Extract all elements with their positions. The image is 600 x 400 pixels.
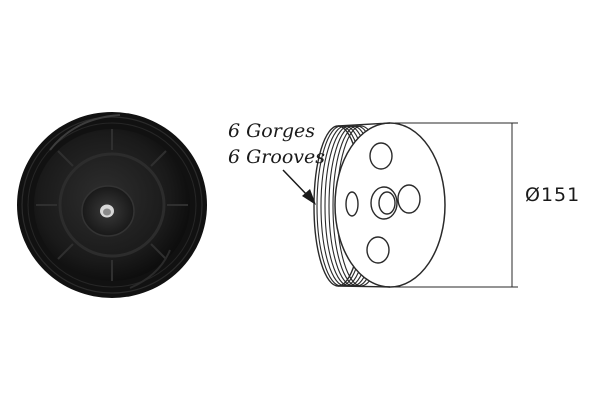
- pulley-hole-right: [397, 184, 421, 214]
- pulley-bottom-edge: [337, 285, 391, 288]
- pulley-hub-inner: [378, 191, 396, 215]
- groove-label-en: 6 Grooves: [228, 146, 325, 168]
- pulley-highlight: [129, 249, 171, 289]
- pulley-inner-ring: [58, 152, 166, 258]
- pulley-photo: [17, 112, 207, 298]
- pulley-hub-outer: [370, 186, 398, 220]
- diameter-dimension: [395, 122, 518, 288]
- pulley-hole-left: [345, 191, 359, 217]
- pulley-hole-bottom: [366, 236, 390, 264]
- groove-label-fr: 6 Gorges: [228, 120, 315, 142]
- groove-arrow: [282, 169, 316, 205]
- diameter-label: Ø151: [525, 184, 580, 206]
- pulley-top-edge: [337, 122, 391, 127]
- pulley-groove-ring: [27, 122, 197, 288]
- pulley-ribs: [36, 129, 188, 281]
- pulley-line-drawing: [313, 122, 446, 288]
- pulley-hole-top: [369, 142, 393, 170]
- arrow-head: [302, 189, 316, 205]
- pulley-highlight: [49, 114, 121, 151]
- pulley-groove-ring: [21, 116, 203, 294]
- pulley-center-hole-inner: [103, 208, 111, 216]
